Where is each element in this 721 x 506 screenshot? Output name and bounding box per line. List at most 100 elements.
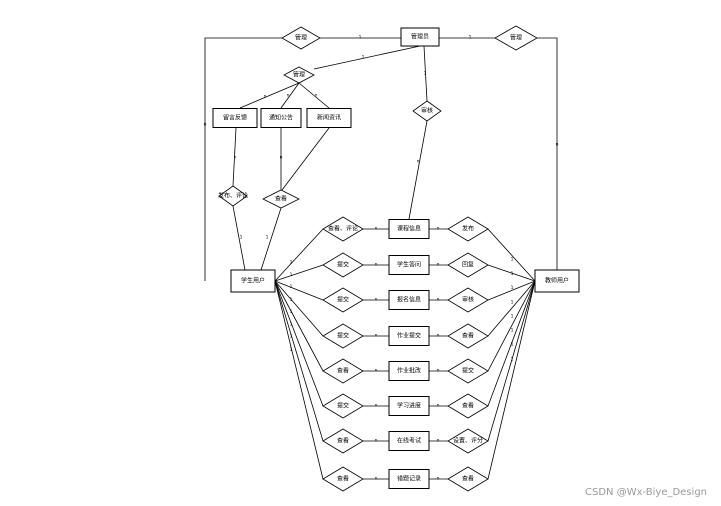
relation-label: 查看 — [337, 475, 349, 483]
entity-box — [388, 361, 430, 381]
cardinality-label: n — [437, 439, 440, 444]
edge-t_signup-teacher — [487, 280, 536, 301]
relation-t_question: 回复 — [447, 252, 489, 278]
cardinality-label: n — [375, 298, 378, 303]
cardinality-label: 1 — [290, 321, 293, 327]
relation-t_course: 发布 — [447, 216, 489, 242]
relation-diamond — [447, 252, 489, 278]
relation-s_signup: 提交 — [322, 287, 364, 313]
relation-diamond — [322, 287, 364, 313]
entity-box — [388, 431, 430, 451]
relation-diamond — [322, 252, 364, 278]
relation-label: 提交 — [462, 367, 474, 375]
relation-diamond — [322, 358, 364, 384]
relation-diamond — [447, 358, 489, 384]
entity-label: 课程信息 — [397, 225, 421, 233]
relation-r_admin_teacher: 管理 — [494, 25, 538, 51]
relation-label: 管理 — [293, 71, 305, 79]
entity-box — [230, 269, 276, 293]
relation-diamond — [447, 323, 489, 349]
relation-label: 查看、评论 — [328, 225, 358, 233]
entity-box — [388, 219, 430, 239]
relation-t_signup: 审核 — [447, 287, 489, 313]
entity-teacher: 教师用户 — [534, 269, 580, 293]
edge-student-s_signup — [274, 280, 324, 301]
entity-label: 错题记录 — [397, 475, 421, 483]
cardinality-label: 1 — [290, 272, 293, 278]
cardinality-label: n — [234, 156, 237, 161]
relation-diamond — [262, 189, 300, 209]
relation-diamond — [412, 100, 442, 122]
relation-label: 提交 — [337, 332, 349, 340]
relation-s_exam: 查看 — [322, 428, 364, 454]
relation-label: 查看 — [462, 332, 474, 340]
edge-admin-info — [313, 45, 421, 70]
relation-label: 发布、评论 — [218, 192, 248, 200]
cardinality-label: 1 — [266, 235, 269, 241]
relation-diamond — [322, 466, 364, 492]
relation-label: 发布 — [462, 225, 474, 233]
cardinality-label: 1 — [511, 328, 514, 334]
entity-box — [260, 108, 302, 128]
edge-t_course-teacher — [487, 228, 536, 282]
relation-s_hwreview: 查看 — [322, 358, 364, 384]
cardinality-label: 1 — [290, 284, 293, 290]
nodes-layer: 管理员留言反馈通知公告新闻资讯学生用户教师用户课程信息学生答问报名信息作业提交作… — [212, 25, 580, 492]
edge-student-s_hwreview — [274, 280, 324, 372]
cardinality-label: 1 — [511, 357, 514, 363]
relation-t_exam: 设置、评分 — [447, 428, 489, 454]
entity-label: 教师用户 — [545, 277, 569, 285]
cardinality-label: n — [264, 95, 267, 100]
relation-r_admin_student: 管理 — [281, 26, 321, 50]
relation-diamond — [447, 466, 489, 492]
entity-box — [306, 108, 352, 128]
relation-s_question: 提交 — [322, 252, 364, 278]
edge-student-s_course — [274, 228, 324, 282]
entity-box — [388, 326, 430, 346]
relation-t_hwreview: 提交 — [447, 358, 489, 384]
relation-r_review: 审核 — [412, 100, 442, 122]
edge-student-s_progress — [274, 280, 324, 407]
edge-t_hwreview-teacher — [487, 280, 536, 372]
entity-progress: 学习进度 — [388, 396, 430, 416]
relation-s_wrong: 查看 — [322, 466, 364, 492]
relation-s_progress: 提交 — [322, 393, 364, 419]
relation-t_hwsubmit: 查看 — [447, 323, 489, 349]
cardinality-label: 1 — [362, 55, 365, 61]
cardinality-label: 1 — [290, 309, 293, 315]
cardinality-label: n — [375, 227, 378, 232]
cardinality-label: n — [437, 334, 440, 339]
entity-question: 学生答问 — [388, 255, 430, 275]
edge-review-course — [408, 120, 428, 220]
cardinality-label: 1 — [290, 297, 293, 303]
edge-admin-review — [423, 45, 428, 102]
relation-label: 查看 — [275, 195, 287, 203]
edge-info-notice — [280, 82, 300, 109]
relation-label: 提交 — [337, 402, 349, 410]
entity-label: 在线考试 — [397, 437, 421, 445]
entity-box — [388, 396, 430, 416]
edge-t_hwsubmit-teacher — [487, 280, 536, 337]
relation-diamond — [322, 216, 364, 242]
relation-diamond — [322, 428, 364, 454]
relation-label: 审核 — [421, 107, 433, 115]
relation-s_hwsubmit: 提交 — [322, 323, 364, 349]
edge-t_question-teacher — [487, 264, 536, 282]
entity-exam: 在线考试 — [388, 431, 430, 451]
entity-label: 学习进度 — [397, 402, 421, 410]
relation-label: 查看 — [462, 402, 474, 410]
relation-label: 查看 — [462, 475, 474, 483]
entity-label: 学生答问 — [397, 261, 421, 269]
relation-label: 提交 — [337, 296, 349, 304]
cardinality-label: n — [375, 263, 378, 268]
cardinality-label: n — [437, 298, 440, 303]
relation-diamond — [218, 185, 248, 207]
cardinality-label: n — [280, 156, 283, 161]
entity-box — [534, 269, 580, 293]
relation-t_progress: 查看 — [447, 393, 489, 419]
cardinality-label: n — [375, 334, 378, 339]
entity-course: 课程信息 — [388, 219, 430, 239]
cardinality-label: 1 — [359, 35, 362, 41]
entity-label: 通知公告 — [269, 114, 293, 122]
